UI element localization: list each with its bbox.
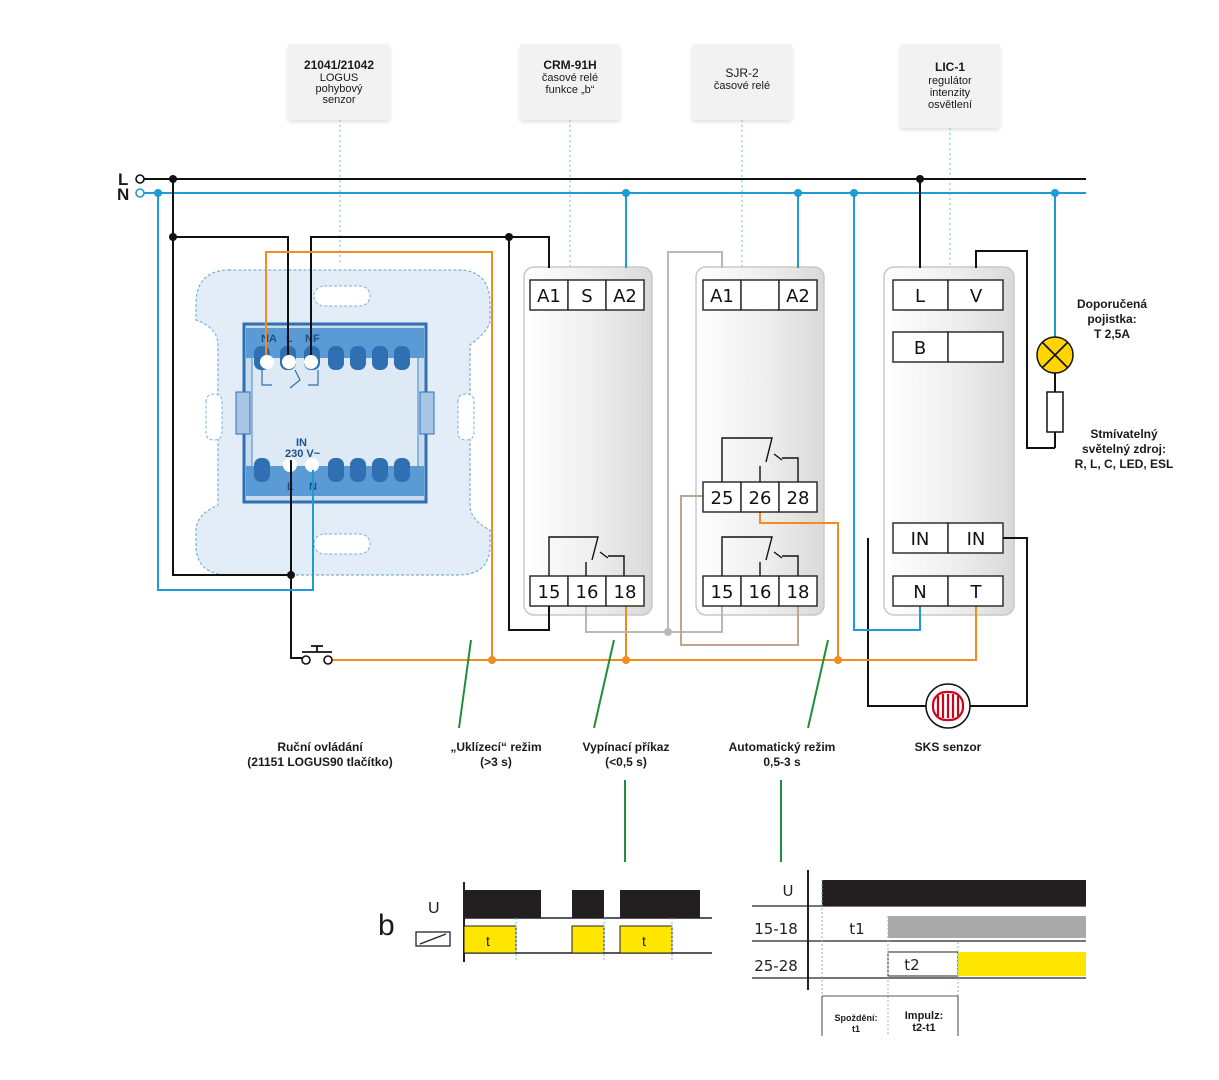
svg-text:LIC-1: LIC-1 (935, 60, 965, 74)
svg-text:N: N (913, 582, 926, 603)
cleaning-mode-label: „Uklízecí“ režim (>3 s) (450, 740, 541, 769)
svg-text:A2: A2 (613, 286, 637, 307)
phase-bus: L (118, 170, 1086, 189)
svg-text:A1: A1 (710, 286, 734, 307)
svg-text:B: B (914, 338, 926, 359)
svg-text:IN: IN (296, 437, 307, 449)
svg-text:230 V~: 230 V~ (285, 448, 321, 460)
fuse-symbol (1046, 391, 1064, 433)
svg-text:16: 16 (749, 582, 772, 603)
sjr-relay-body (695, 266, 825, 616)
svg-text:L: L (118, 170, 128, 189)
callout-crm: CRM-91H časové relé funkce „b“ (520, 44, 620, 120)
sks-sensor-symbol (925, 683, 971, 729)
svg-text:t1: t1 (849, 920, 864, 938)
svg-text:16: 16 (576, 582, 599, 603)
svg-text:světelný zdroj:: světelný zdroj: (1082, 442, 1166, 456)
svg-text:SJR-2: SJR-2 (725, 66, 759, 80)
svg-text:Impulz:: Impulz: (905, 1010, 944, 1022)
callout-lic: LIC-1 regulátor intenzity osvětlení (900, 44, 1000, 128)
svg-text:t2-t1: t2-t1 (912, 1022, 935, 1034)
svg-text:časové relé: časové relé (714, 80, 770, 92)
svg-text:NA: NA (261, 333, 277, 345)
manual-control-label: Ruční ovládání (21151 LOGUS90 tlačítko) (247, 740, 392, 769)
logus-sensor: NA L NF IN 230 V~ L N (195, 269, 491, 576)
svg-text:U: U (783, 882, 794, 900)
svg-text:funkce „b“: funkce „b“ (546, 84, 595, 96)
svg-text:V: V (970, 286, 983, 307)
svg-text:(<0,5 s): (<0,5 s) (605, 755, 647, 769)
timing-diagram-b: b U t t (378, 882, 712, 962)
svg-text:osvětlení: osvětlení (928, 99, 972, 111)
svg-text:28: 28 (787, 488, 810, 509)
sjr-mid-terminals: 25 26 28 (702, 437, 818, 513)
callout-sjr: SJR-2 časové relé (692, 44, 792, 120)
svg-text:intenzity: intenzity (930, 87, 971, 99)
automatic-mode-label: Automatický režim 0,5-3 s (729, 740, 836, 769)
svg-text:(>3 s): (>3 s) (480, 755, 512, 769)
svg-text:pojistka:: pojistka: (1087, 312, 1136, 326)
lic-regulator-body (883, 266, 1015, 616)
svg-text:15: 15 (538, 582, 561, 603)
junction-dots (154, 175, 1059, 664)
svg-text:pohybový: pohybový (315, 83, 363, 95)
lic-terminals: L V B IN IN N T (892, 279, 1004, 607)
svg-text:t1: t1 (852, 1024, 860, 1034)
svg-text:Ruční ovládání: Ruční ovládání (277, 740, 363, 754)
svg-text:Doporučená: Doporučená (1077, 297, 1147, 311)
crm-bottom-terminals: 15 16 18 (529, 536, 645, 607)
off-command-label: Vypínací příkaz (<0,5 s) (583, 740, 670, 769)
svg-text:Automatický režim: Automatický režim (729, 740, 836, 754)
svg-text:IN: IN (911, 529, 930, 550)
svg-text:T: T (970, 582, 983, 603)
sks-sensor-label: SKS senzor (915, 740, 982, 754)
svg-text:LOGUS: LOGUS (320, 72, 359, 84)
svg-text:18: 18 (614, 582, 637, 603)
svg-text:Spoždění:: Spoždění: (835, 1013, 878, 1023)
svg-text:b: b (378, 909, 395, 942)
svg-text:„Uklízecí“ režim: „Uklízecí“ režim (450, 740, 541, 754)
svg-text:T 2,5A: T 2,5A (1094, 327, 1130, 341)
svg-text:t: t (642, 933, 646, 949)
svg-text:IN: IN (967, 529, 986, 550)
svg-text:L: L (286, 333, 293, 345)
push-button-symbol (301, 645, 333, 665)
svg-text:18: 18 (787, 582, 810, 603)
svg-text:regulátor: regulátor (928, 75, 972, 87)
svg-text:A1: A1 (537, 286, 561, 307)
sjr-top-terminals: A1 A2 (702, 279, 818, 311)
crm-top-terminals: A1 S A2 (529, 279, 645, 311)
svg-text:26: 26 (749, 488, 772, 509)
svg-text:15-18: 15-18 (754, 920, 798, 938)
svg-text:U: U (428, 900, 440, 917)
svg-text:R, L, C, LED, ESL: R, L, C, LED, ESL (1075, 457, 1174, 471)
svg-text:0,5-3 s: 0,5-3 s (763, 755, 801, 769)
svg-text:Stmívatelný: Stmívatelný (1090, 427, 1158, 441)
lamp-symbol (1036, 336, 1074, 392)
svg-text:(21151 LOGUS90 tlačítko): (21151 LOGUS90 tlačítko) (247, 755, 392, 769)
fuse-label: Doporučená pojistka: T 2,5A (1077, 297, 1147, 341)
light-source-label: Stmívatelný světelný zdroj: R, L, C, LED… (1075, 427, 1174, 471)
neutral-bus: N (117, 185, 1086, 204)
crm-relay-body (523, 266, 653, 616)
svg-text:15: 15 (711, 582, 734, 603)
svg-text:S: S (581, 286, 592, 307)
sjr-bottom-terminals: 15 16 18 (702, 536, 818, 607)
svg-text:senzor: senzor (322, 94, 355, 106)
svg-text:L: L (915, 286, 925, 307)
svg-text:N: N (117, 185, 129, 204)
svg-text:časové relé: časové relé (542, 72, 598, 84)
svg-text:21041/21042: 21041/21042 (304, 58, 374, 72)
svg-text:Vypínací příkaz: Vypínací příkaz (583, 740, 670, 754)
svg-text:t: t (486, 933, 490, 949)
callout-logus: 21041/21042 LOGUS pohybový senzor (288, 44, 390, 120)
svg-text:t2: t2 (904, 956, 919, 974)
svg-text:CRM-91H: CRM-91H (543, 58, 596, 72)
timing-diagram-right: U 15-18 25-28 t1 t2 Spoždění: t1 Impulz:… (752, 870, 1086, 1036)
svg-text:25: 25 (711, 488, 734, 509)
svg-text:25-28: 25-28 (754, 957, 798, 975)
svg-text:NF: NF (305, 333, 320, 345)
svg-text:A2: A2 (786, 286, 810, 307)
